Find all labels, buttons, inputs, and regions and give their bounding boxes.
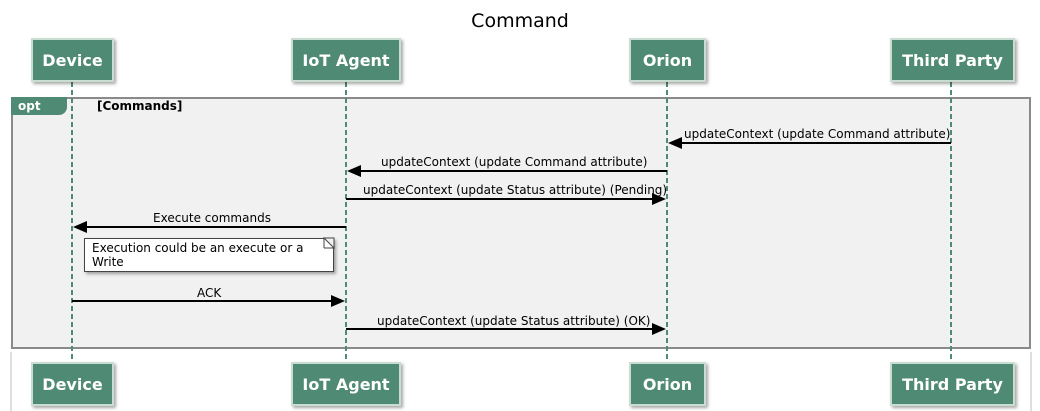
actor-orion-bottom: Orion [629, 362, 706, 406]
message-arrowhead-3 [652, 193, 666, 205]
actor-device-top: Device [31, 38, 114, 82]
execution-note: Execution could be an execute or a Write [84, 238, 334, 272]
message-label-1: updateContext (update Command attribute) [684, 127, 951, 141]
message-label-6: updateContext (update Status attribute) … [377, 314, 651, 328]
opt-fragment-guard: [Commands] [97, 99, 183, 113]
opt-fragment-label: opt [11, 97, 67, 115]
message-label-5: ACK [197, 286, 222, 300]
diagram-title: Command [471, 10, 569, 32]
message-arrowhead-1 [668, 137, 682, 149]
actor-iot-agent-bottom: IoT Agent [291, 362, 401, 406]
message-label-4: Execute commands [153, 211, 271, 225]
message-arrowhead-2 [347, 165, 361, 177]
opt-fragment [11, 97, 1031, 349]
message-label-3: updateContext (update Status attribute) … [363, 183, 668, 197]
message-arrowhead-4 [73, 221, 87, 233]
message-arrowhead-6 [652, 323, 666, 335]
actor-iot-agent-top: IoT Agent [291, 38, 401, 82]
actor-third-party-bottom: Third Party [890, 362, 1015, 406]
message-arrowhead-5 [331, 295, 345, 307]
actor-orion-top: Orion [629, 38, 706, 82]
message-label-2: updateContext (update Command attribute) [381, 155, 648, 169]
actor-third-party-top: Third Party [890, 38, 1015, 82]
actor-device-bottom: Device [31, 362, 114, 406]
